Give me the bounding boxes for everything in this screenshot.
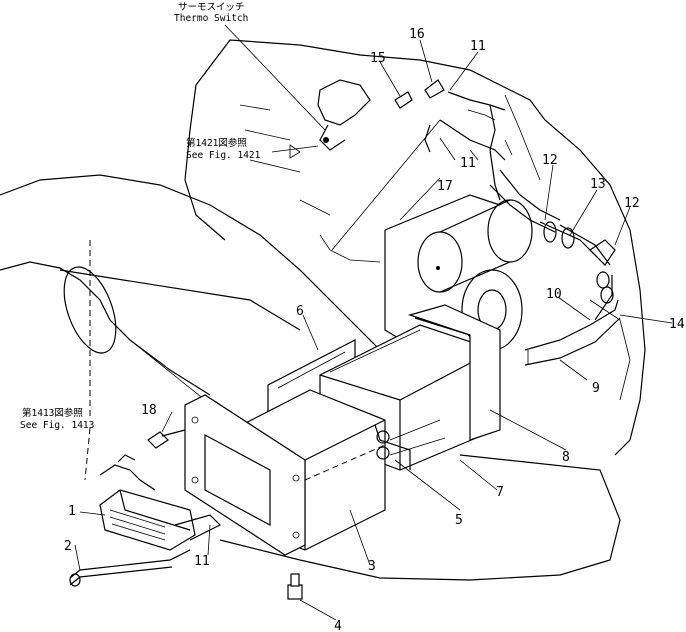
engine-outline xyxy=(184,39,646,581)
bracket-2 xyxy=(69,549,191,587)
part-number-7: 7 xyxy=(496,485,504,500)
ref-1421-en-label: See Fig. 1421 xyxy=(186,150,261,161)
bracket-5 xyxy=(374,419,446,470)
part-number-11-top: 11 xyxy=(470,39,486,54)
hose-13 xyxy=(489,169,616,304)
plate-8 xyxy=(407,304,501,441)
part-number-4: 4 xyxy=(334,619,342,632)
bolt-18 xyxy=(147,429,186,449)
part-number-8: 8 xyxy=(562,450,570,465)
part-number-6: 6 xyxy=(296,304,304,319)
part-number-2: 2 xyxy=(64,539,72,554)
part-number-17: 17 xyxy=(437,179,453,194)
part-number-12-right: 12 xyxy=(624,196,640,211)
part-number-9: 9 xyxy=(592,381,600,396)
thermo-switch-assembly xyxy=(317,79,513,201)
part-number-18: 18 xyxy=(141,403,157,418)
part-number-11-bottom: 11 xyxy=(194,554,210,569)
part-number-11-mid: 11 xyxy=(460,156,476,171)
controller-1 xyxy=(99,454,222,551)
ref-1413-jp-label: 第1413図参照 xyxy=(22,407,83,419)
part-number-15: 15 xyxy=(370,51,386,66)
part-number-16: 16 xyxy=(409,27,425,42)
part-number-12-left: 12 xyxy=(542,153,558,168)
ref-1421-jp-label: 第1421図参照 xyxy=(186,137,247,149)
leader-lines xyxy=(74,24,673,621)
bolt-4 xyxy=(287,573,303,600)
front-flange-plate xyxy=(184,394,306,556)
motor-cylinder xyxy=(384,194,533,346)
thermo-switch-en-label: Thermo Switch xyxy=(174,13,248,24)
part-number-5: 5 xyxy=(455,513,463,528)
part-number-10: 10 xyxy=(546,287,562,302)
part-number-1: 1 xyxy=(68,504,76,519)
part-number-14: 14 xyxy=(669,317,685,332)
part-number-3: 3 xyxy=(368,559,376,574)
ref-1413-en-label: See Fig. 1413 xyxy=(20,420,94,431)
thermo-switch-jp-label: サーモスイッチ xyxy=(178,2,245,13)
part-number-13: 13 xyxy=(590,177,606,192)
